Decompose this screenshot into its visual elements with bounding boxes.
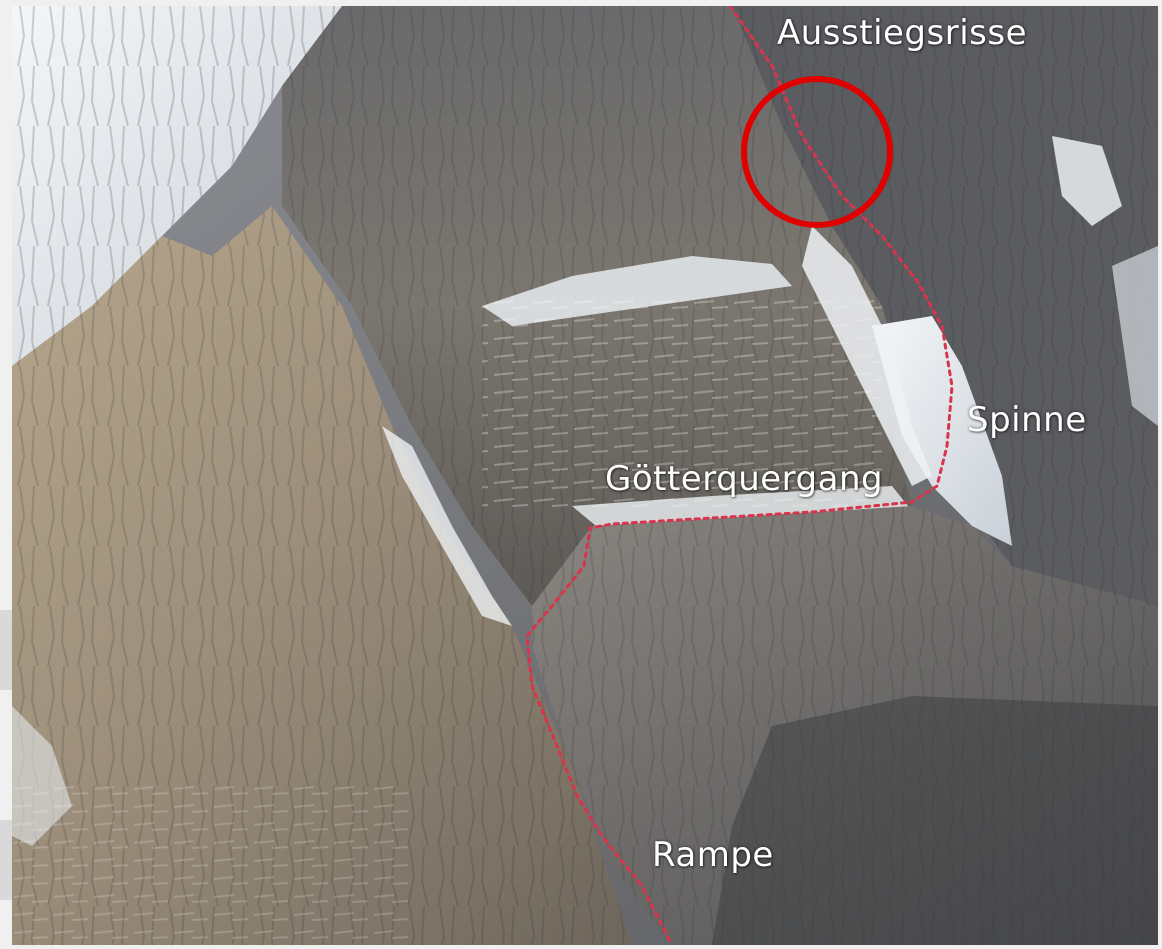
left-edge-block-bottom <box>0 820 14 900</box>
mountain-photo: Ausstiegsrisse Spinne Götterquergang Ram… <box>12 6 1158 945</box>
label-goetterquergang: Götterquergang <box>605 459 884 499</box>
rock-face-illustration <box>12 6 1158 945</box>
label-spinne: Spinne <box>967 400 1087 440</box>
label-ausstiegsrisse: Ausstiegsrisse <box>777 13 1027 53</box>
label-rampe: Rampe <box>652 835 774 875</box>
left-edge-block-top <box>0 610 14 690</box>
climbing-route-line <box>525 6 954 945</box>
red-circle-icon <box>741 76 893 228</box>
